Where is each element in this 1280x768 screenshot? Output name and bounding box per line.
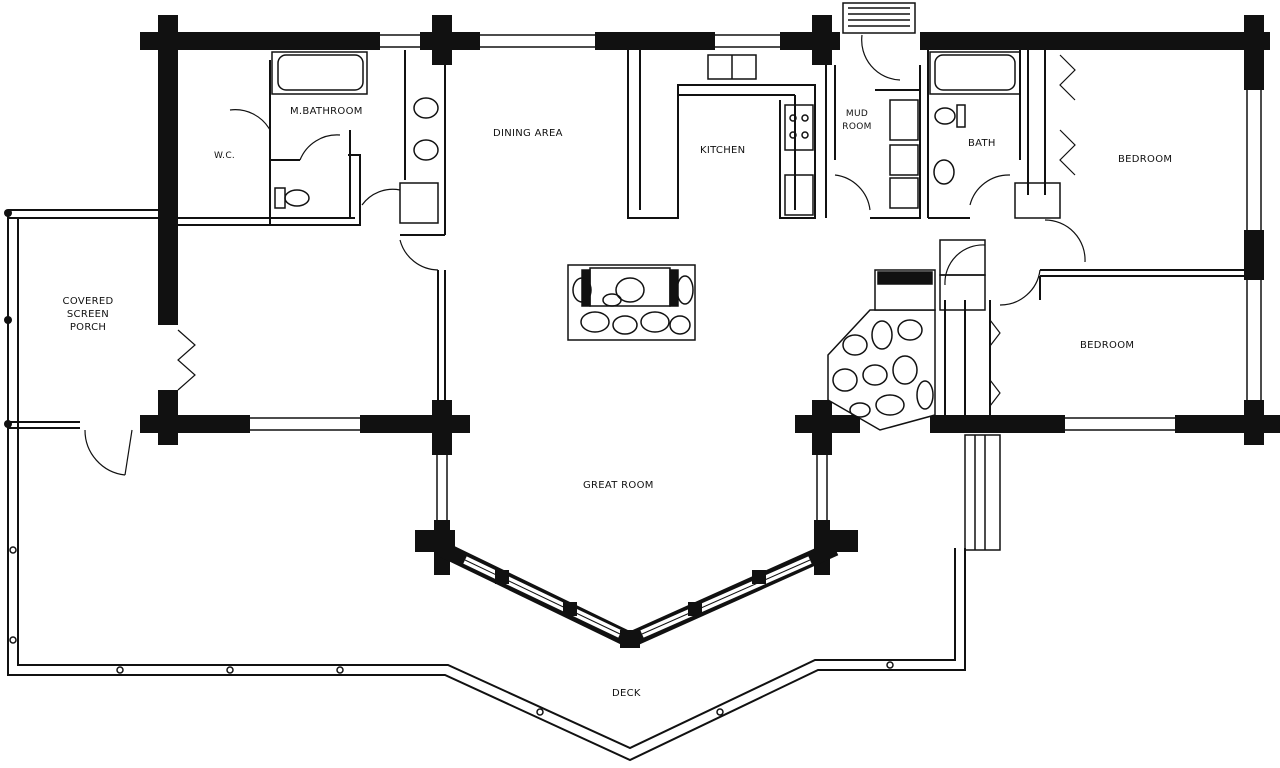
side-steps [964, 434, 1001, 551]
door-swings [84, 34, 1086, 476]
porch-line-1: COVERED [62, 296, 114, 307]
room-label-master-bathroom: M.BATHROOM [290, 106, 363, 117]
room-label-bedroom-1: BEDROOM [1118, 154, 1173, 165]
mud-room-line-1: MUD [845, 109, 869, 119]
room-label-bedroom-2: BEDROOM [1080, 340, 1135, 351]
room-label-walk-in-closet: W.C. [214, 151, 236, 161]
deck-railing [7, 425, 966, 762]
kitchen-appliances [784, 99, 919, 216]
room-label-great-room: GREAT ROOM [583, 480, 654, 491]
porch-line-2: SCREEN [66, 309, 110, 320]
room-label-deck: DECK [612, 688, 641, 699]
fireplace-right [827, 269, 936, 431]
closet-boxes [399, 182, 1061, 311]
room-label-covered-screen-porch: COVERED SCREEN PORCH [38, 295, 138, 334]
fireplace-center [567, 264, 696, 341]
toilets [274, 104, 966, 209]
interior-walls [178, 50, 1244, 415]
room-label-dining-area: DINING AREA [493, 128, 563, 139]
windows [250, 34, 1262, 520]
porch-line-3: PORCH [69, 322, 107, 333]
entry-steps [842, 2, 916, 34]
sinks [413, 54, 955, 185]
bifold-doors [177, 54, 1076, 407]
room-label-kitchen: KITCHEN [700, 145, 746, 156]
deck-posts [9, 546, 894, 716]
mud-room-line-2: ROOM [842, 122, 872, 132]
room-label-mud-room: MUD ROOM [836, 108, 878, 134]
bay-walls [415, 530, 858, 648]
bathtubs [271, 51, 1021, 95]
room-label-bath: BATH [968, 138, 996, 149]
